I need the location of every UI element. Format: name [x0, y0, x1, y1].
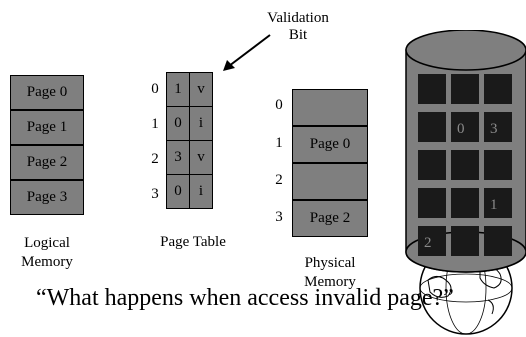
disk-block-label: 3	[490, 121, 498, 137]
disk-block	[451, 112, 479, 142]
page-table-frame-0: 1	[166, 72, 190, 107]
disk-drawing: 0 3 1 2	[405, 30, 526, 335]
page-table-index-0: 0	[151, 81, 159, 97]
disk-block	[418, 150, 446, 180]
disk-block	[418, 74, 446, 104]
page-table-bit-1: i	[189, 106, 213, 141]
physical-frame-index-1: 1	[275, 135, 283, 151]
disk-block	[484, 188, 512, 218]
physical-frame-index-2: 2	[275, 172, 283, 188]
page-table-index-1: 1	[151, 116, 159, 132]
disk-block	[451, 226, 479, 256]
page-table-bit-3: i	[189, 174, 213, 209]
page-table-caption: Page Table	[160, 234, 226, 250]
disk-block	[451, 74, 479, 104]
question-text: “What happens when access invalid page?”	[36, 285, 454, 311]
disk-block	[418, 226, 446, 256]
disk-block	[418, 112, 446, 142]
logical-page-1: Page 1	[10, 110, 84, 145]
validation-bit-arrow	[223, 34, 271, 71]
disk-block-label: 1	[490, 197, 498, 213]
disk-block	[484, 226, 512, 256]
logical-memory-caption: Logical Memory	[21, 235, 73, 270]
disk-block	[484, 112, 512, 142]
physical-frame-index-3: 3	[275, 209, 283, 225]
physical-frame-index-0: 0	[275, 97, 283, 113]
page-table-frame-2: 3	[166, 140, 190, 175]
disk-block	[418, 188, 446, 218]
page-table-index-2: 2	[151, 151, 159, 167]
physical-frame-0	[292, 89, 368, 126]
physical-frame-3: Page 2	[292, 200, 368, 237]
disk-block	[451, 150, 479, 180]
page-table-bit-2: v	[189, 140, 213, 175]
logical-page-0: Page 0	[10, 75, 84, 110]
physical-frame-2	[292, 163, 368, 200]
disk-block-label: 2	[424, 235, 432, 251]
disk-block	[451, 188, 479, 218]
page-table-index-3: 3	[151, 186, 159, 202]
page-table-frame-1: 0	[166, 106, 190, 141]
disk-block	[484, 150, 512, 180]
logical-page-2: Page 2	[10, 145, 84, 180]
page-table-frame-3: 0	[166, 174, 190, 209]
logical-page-3: Page 3	[10, 180, 84, 215]
disk-block-label: 0	[457, 121, 465, 137]
physical-memory-caption: Physical Memory	[304, 255, 356, 290]
page-table-bit-0: v	[189, 72, 213, 107]
validation-bit-label: Validation Bit	[267, 10, 329, 43]
disk-block	[484, 74, 512, 104]
physical-frame-1: Page 0	[292, 126, 368, 163]
